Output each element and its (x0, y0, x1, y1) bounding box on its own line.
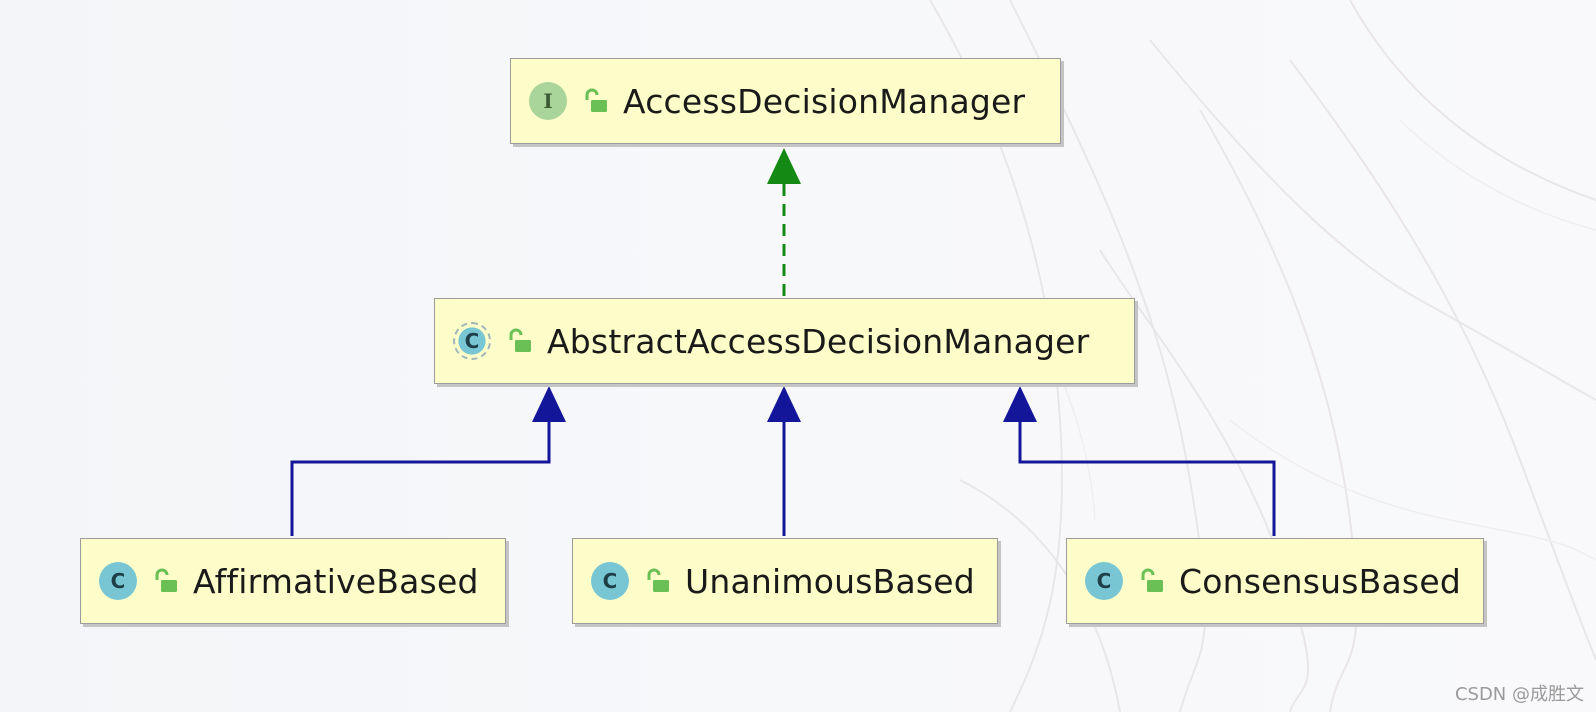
extends-edge-unanimousbased-arrowhead (767, 386, 801, 422)
node-label: ConsensusBased (1179, 561, 1461, 601)
node-access-decision-manager[interactable]: I AccessDecisionManager (510, 58, 1061, 144)
public-lock-icon (509, 328, 531, 352)
class-icon: C (99, 562, 137, 600)
extends-edge-affirmativebased-line (290, 420, 551, 536)
node-label: UnanimousBased (685, 561, 975, 601)
csdn-watermark: CSDN @成胜文 (1454, 684, 1584, 705)
public-lock-icon (155, 568, 177, 592)
implements-edge-arrowhead (767, 148, 801, 184)
extends-edge-consensusbased-arrowhead (1003, 386, 1037, 422)
class-icon: C (1085, 562, 1123, 600)
node-consensus-based[interactable]: C ConsensusBased (1066, 538, 1484, 624)
node-label: AccessDecisionManager (623, 81, 1026, 121)
node-unanimous-based[interactable]: C UnanimousBased (572, 538, 998, 624)
extends-edge-consensusbased-line (1018, 420, 1276, 536)
class-icon: C (591, 562, 629, 600)
public-lock-icon (1141, 568, 1163, 592)
node-affirmative-based[interactable]: C AffirmativeBased (80, 538, 506, 624)
node-label: AbstractAccessDecisionManager (547, 321, 1090, 361)
public-lock-icon (647, 568, 669, 592)
abstract-class-icon: C (453, 322, 491, 360)
public-lock-icon (585, 88, 607, 112)
extends-edge-affirmativebased-arrowhead (532, 386, 566, 422)
node-abstract-access-decision-manager[interactable]: C AbstractAccessDecisionManager (434, 298, 1135, 384)
node-label: AffirmativeBased (193, 561, 479, 601)
interface-icon: I (529, 82, 567, 120)
